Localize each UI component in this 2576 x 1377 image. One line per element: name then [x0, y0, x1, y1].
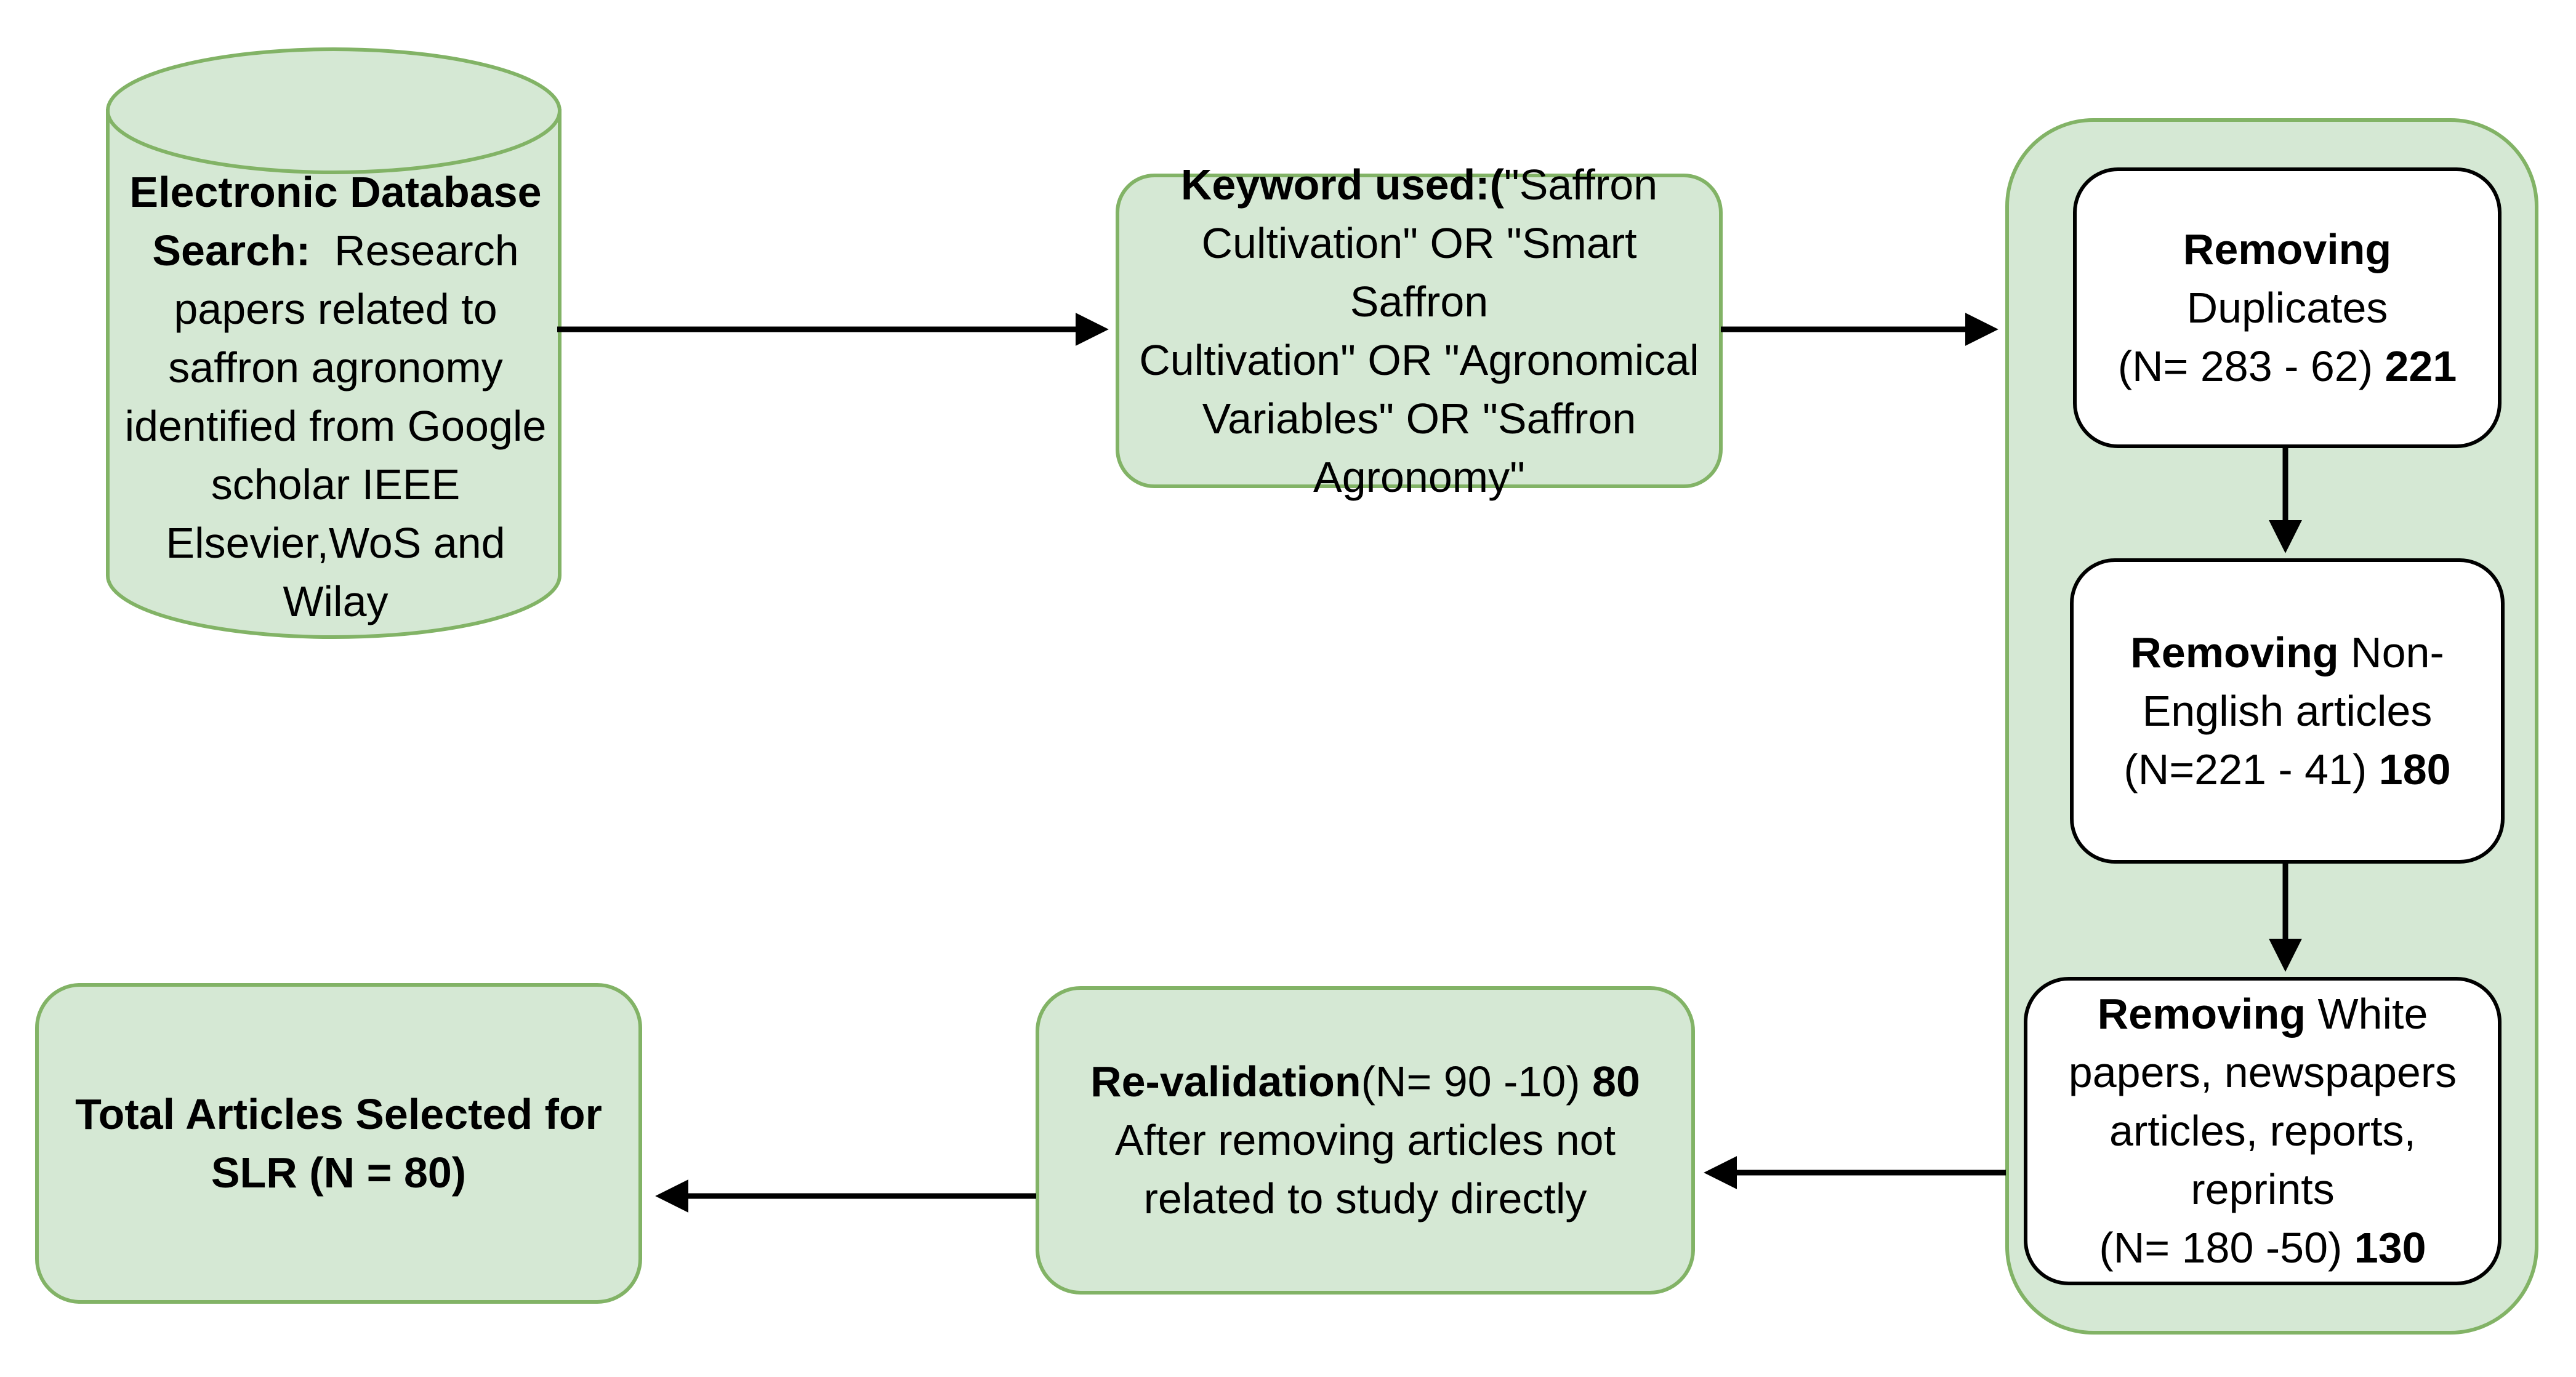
dedup-box-shape [2073, 167, 2502, 448]
non-english-label: Removing Non-English articles(N=221 - 41… [2123, 628, 2451, 793]
revalidation-box-shape [1036, 986, 1695, 1295]
database-cylinder-body [106, 109, 561, 639]
white-papers-box-shape [2024, 977, 2502, 1285]
dedup-label: Removing Duplicates(N= 283 - 62) 221 [2117, 225, 2457, 390]
non-english-box-shape [2070, 558, 2505, 864]
database-cylinder-top [106, 47, 561, 174]
total-box-shape [35, 983, 642, 1304]
